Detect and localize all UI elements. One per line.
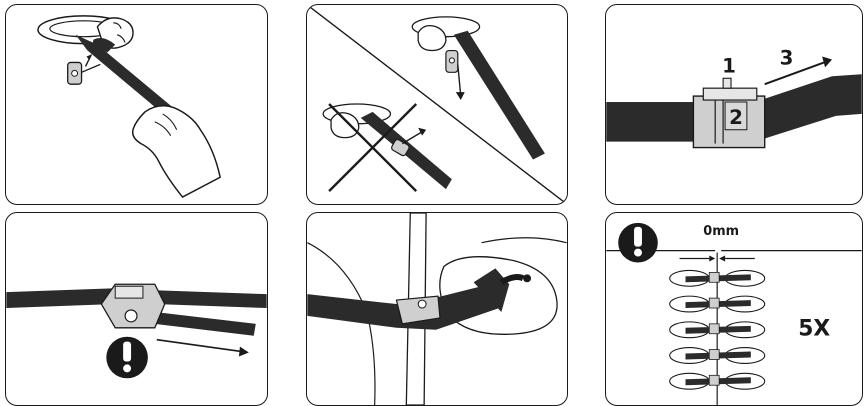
step-3-label: 3 (780, 46, 794, 69)
step-2-label: 2 (729, 106, 743, 129)
exclamation-circle-icon (618, 223, 658, 263)
panel-pull-tight (5, 212, 268, 406)
thread-strap-illustration (6, 5, 267, 204)
panel-repeat-connections: 0mm 5X (605, 212, 863, 406)
pull-tight-illustration (6, 213, 267, 405)
arrow-icon (456, 92, 465, 100)
panel-hull-attachment (306, 212, 568, 406)
panel-tighten-steps: 2 1 3 (605, 4, 863, 205)
panel-thread-direction (306, 4, 568, 205)
repeat-count-label: 5X (798, 317, 830, 342)
thread-direction-illustration (307, 5, 567, 204)
hull-attachment-illustration (307, 213, 567, 405)
gap-label: 0mm (703, 224, 739, 239)
exclamation-circle-icon (106, 337, 148, 379)
arrow-icon (157, 340, 249, 357)
arrow-icon (418, 128, 426, 136)
tighten-steps-illustration: 2 1 3 (606, 5, 862, 204)
repeat-connections-illustration: 0mm 5X (606, 213, 862, 405)
step-1-label: 1 (722, 54, 736, 77)
panel-thread-strap (5, 4, 268, 205)
